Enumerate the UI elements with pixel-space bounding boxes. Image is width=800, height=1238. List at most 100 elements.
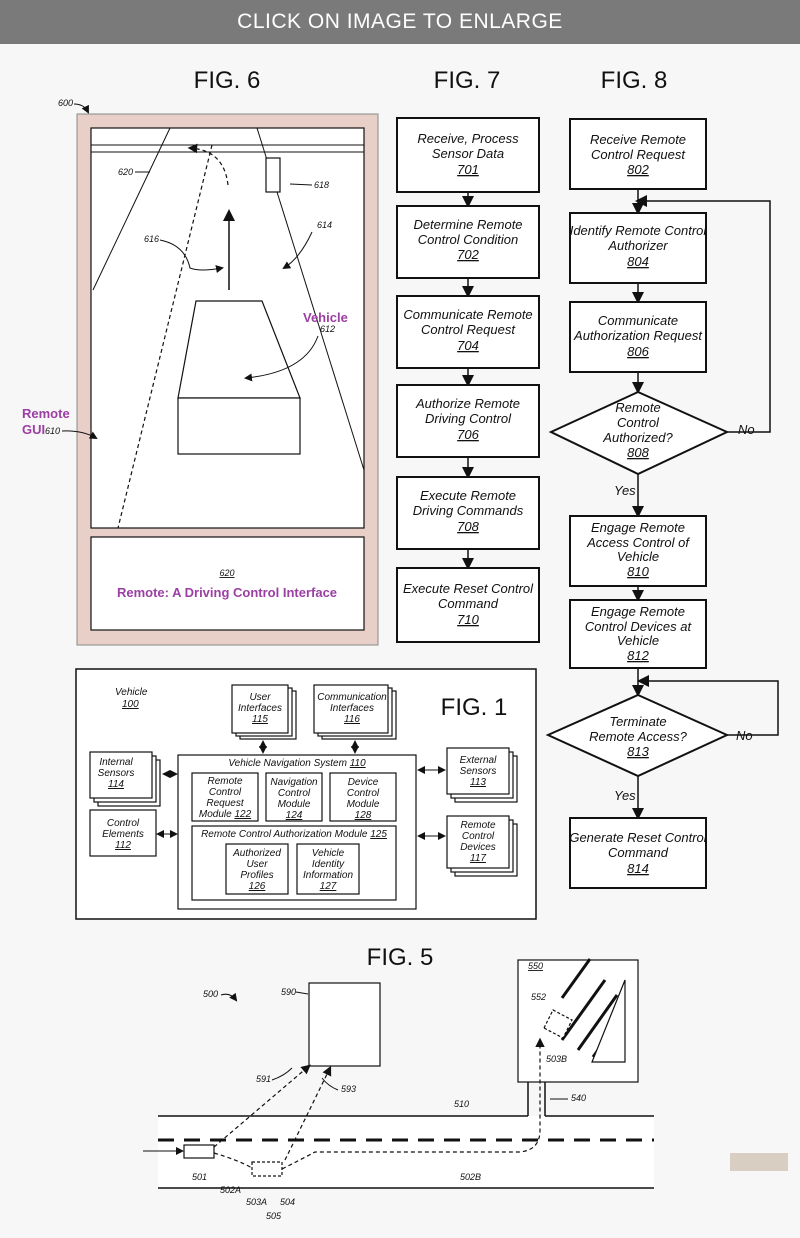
svg-text:Profiles: Profiles [240, 870, 273, 881]
communication-interfaces-box: Communication Interfaces 116 [313, 684, 397, 740]
svg-text:702: 702 [457, 247, 479, 262]
step-814: Generate Reset Control Command 814 [569, 817, 708, 889]
yes-label-813: Yes [614, 788, 636, 803]
svg-text:Control: Control [347, 788, 380, 799]
svg-text:100: 100 [122, 699, 139, 710]
ref-614: 614 [317, 220, 332, 230]
svg-text:593: 593 [341, 1084, 356, 1094]
fig8-title: FIG. 8 [601, 67, 668, 94]
parking-spot [251, 1161, 283, 1177]
svg-text:Sensors: Sensors [460, 766, 497, 777]
step-810: Engage Remote Access Control of Vehicle … [569, 515, 707, 587]
svg-text:Vehicle Navigation System 110: Vehicle Navigation System 110 [228, 758, 366, 769]
step-706: Authorize Remote Driving Control 706 [396, 384, 540, 458]
svg-text:Determine Remote: Determine Remote [413, 217, 522, 232]
svg-text:706: 706 [457, 427, 479, 442]
step-701: Receive, Process Sensor Data 701 [396, 117, 540, 193]
svg-text:552: 552 [531, 992, 546, 1002]
enlarge-banner[interactable]: CLICK ON IMAGE TO ENLARGE [0, 0, 800, 44]
control-elements-box: Control Elements 112 [89, 809, 157, 857]
internal-sensors-box: Internal Sensors 114 [89, 751, 161, 807]
remote-control-devices-box: Remote Control Devices 117 [446, 815, 518, 877]
ref-610: 610 [45, 426, 60, 436]
svg-text:Internal: Internal [99, 757, 133, 768]
svg-text:504: 504 [280, 1197, 295, 1207]
svg-text:814: 814 [627, 861, 649, 876]
fig5-title: FIG. 5 [367, 944, 434, 971]
control-panel [90, 536, 365, 631]
svg-text:Identify Remote Control: Identify Remote Control [570, 223, 708, 238]
svg-text:501: 501 [192, 1172, 207, 1182]
svg-text:708: 708 [457, 519, 479, 534]
step-804: Identify Remote Control Authorizer 804 [569, 212, 708, 284]
svg-text:812: 812 [627, 648, 649, 663]
svg-text:Vehicle: Vehicle [617, 549, 659, 564]
step-704: Communicate Remote Control Request 704 [396, 295, 540, 369]
user-interfaces-box: User Interfaces 115 [231, 684, 297, 740]
svg-text:Authorizer: Authorizer [607, 238, 668, 253]
fig1: FIG. 1 Vehicle 100 User Interfaces 115 C… [75, 668, 537, 920]
server-590 [308, 982, 381, 1067]
svg-text:Command: Command [608, 845, 669, 860]
svg-text:Devices: Devices [460, 842, 496, 853]
svg-text:505: 505 [266, 1211, 282, 1221]
scroll-handle[interactable] [730, 1153, 788, 1171]
svg-text:Access Control of: Access Control of [586, 535, 690, 550]
banner-text: CLICK ON IMAGE TO ENLARGE [237, 10, 563, 33]
decision-813: Terminate Remote Access? 813 [545, 693, 730, 778]
svg-text:Control: Control [209, 787, 242, 798]
ref-618: 618 [314, 180, 329, 190]
ref-616: 616 [144, 234, 159, 244]
svg-text:540: 540 [571, 1093, 586, 1103]
step-702: Determine Remote Control Condition 702 [396, 205, 540, 279]
svg-text:Interfaces: Interfaces [330, 703, 374, 714]
svg-text:Communication: Communication [317, 692, 387, 703]
fig6: FIG. 6 600 618 620 616 614 Vehicle 612 R… [22, 67, 379, 646]
step-806: Communicate Authorization Request 806 [569, 301, 707, 373]
external-sensors-box: External Sensors 113 [446, 747, 518, 803]
svg-text:Control Request: Control Request [591, 147, 686, 162]
panel-text: Remote: A Driving Control Interface [117, 585, 337, 600]
svg-text:Sensors: Sensors [98, 768, 135, 779]
svg-text:Control Devices at: Control Devices at [585, 619, 693, 634]
svg-text:Vehicle: Vehicle [617, 633, 659, 648]
svg-text:Remote: Remote [460, 820, 495, 831]
svg-text:Control Condition: Control Condition [418, 232, 518, 247]
svg-text:Authorized: Authorized [232, 848, 281, 859]
svg-text:Driving Commands: Driving Commands [413, 503, 524, 518]
svg-text:Generate Reset Control: Generate Reset Control [569, 830, 707, 845]
svg-text:Engage Remote: Engage Remote [591, 604, 685, 619]
svg-text:710: 710 [457, 612, 479, 627]
vehicle-navigation-system: Vehicle Navigation System 110 Remote Con… [177, 754, 417, 910]
step-812: Engage Remote Control Devices at Vehicle… [569, 599, 707, 669]
svg-text:Remote: Remote [207, 776, 242, 787]
ref-612: 612 [320, 324, 335, 334]
decision-808: Remote Control Authorized? 808 [548, 390, 730, 476]
svg-text:Vehicle: Vehicle [312, 848, 345, 859]
svg-text:Communicate Remote: Communicate Remote [403, 307, 532, 322]
ref-620-top: 620 [118, 167, 133, 177]
svg-text:Module: Module [278, 799, 311, 810]
svg-text:500: 500 [203, 989, 218, 999]
svg-text:813: 813 [627, 744, 649, 759]
svg-text:Engage Remote: Engage Remote [591, 520, 685, 535]
svg-text:126: 126 [249, 881, 266, 892]
yes-label-808: Yes [614, 483, 636, 498]
svg-text:Control: Control [462, 831, 495, 842]
svg-text:Control Request: Control Request [421, 322, 516, 337]
gui-label: GUI [22, 422, 45, 437]
svg-text:Communicate: Communicate [598, 313, 678, 328]
no-label-808: No [738, 422, 755, 437]
svg-text:810: 810 [627, 564, 649, 579]
svg-text:112: 112 [115, 840, 131, 851]
vehicle-501 [183, 1144, 215, 1159]
svg-text:Authorize Remote: Authorize Remote [415, 396, 520, 411]
svg-text:Remote: Remote [615, 400, 661, 415]
fig6-title: FIG. 6 [194, 67, 261, 94]
svg-text:Module 122: Module 122 [199, 809, 252, 820]
svg-text:Request: Request [206, 798, 244, 809]
svg-text:802: 802 [627, 162, 649, 177]
remote-label: Remote [22, 406, 70, 421]
step-710: Execute Reset Control Command 710 [396, 567, 540, 643]
